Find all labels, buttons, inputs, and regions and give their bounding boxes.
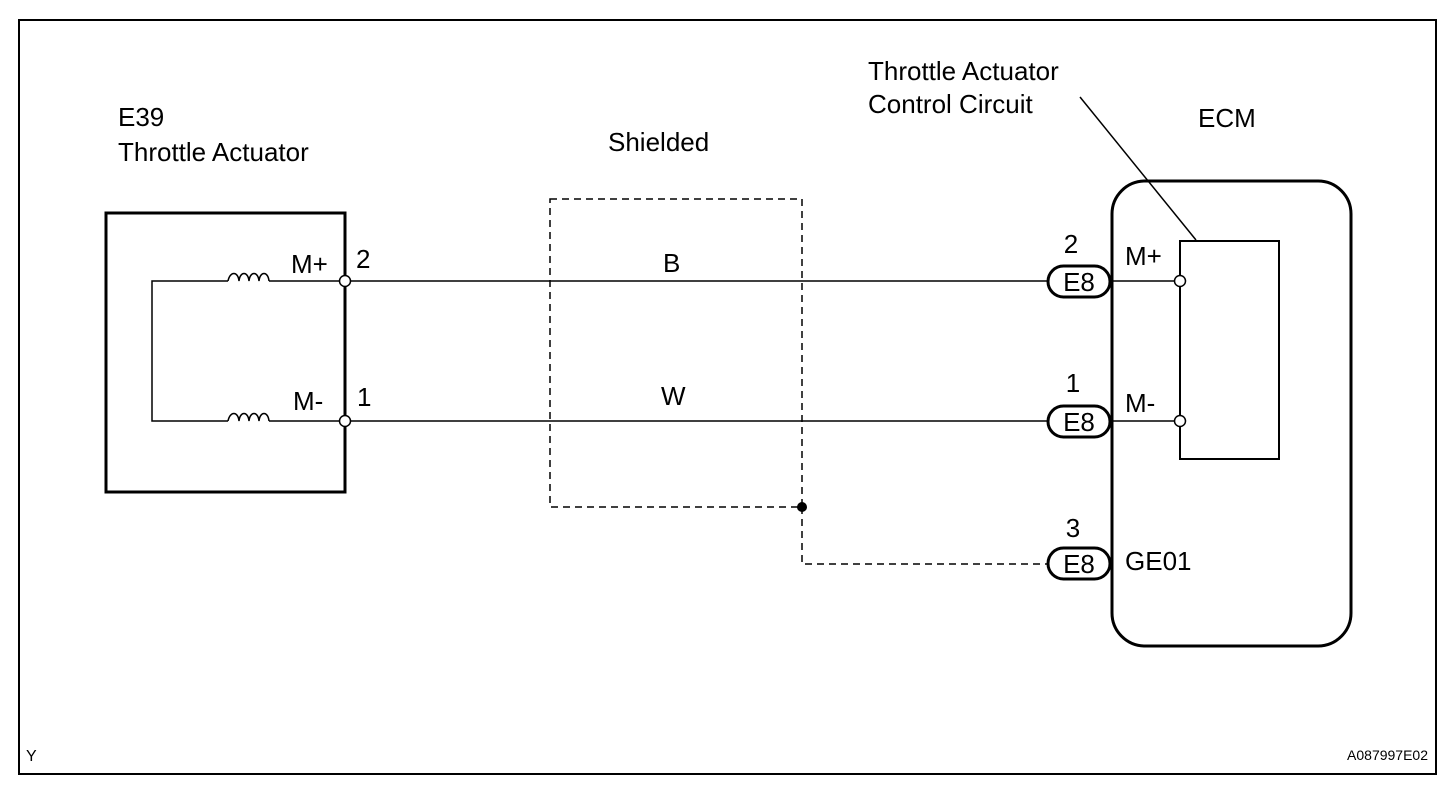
shield-ground-wire: [801, 507, 1048, 565]
shield-junction-dot: [797, 502, 807, 512]
connector-minus-pin: 1: [1066, 368, 1080, 398]
coil-minus-icon: [227, 412, 340, 422]
coil-plus-icon: [227, 272, 340, 282]
actuator-name: Throttle Actuator: [118, 137, 309, 167]
connector-minus-outline: [1046, 404, 1112, 439]
connector-ground-outline: [1046, 546, 1112, 581]
actuator-pin-minus-label: M-: [293, 386, 323, 416]
ecm-ground-label: GE01: [1125, 546, 1192, 576]
wire-plus-color: B: [663, 248, 680, 278]
footer-right-code: A087997E02: [1347, 747, 1428, 763]
actuator-pin-plus-number: 2: [356, 244, 370, 274]
footer-left-code: Y: [26, 748, 37, 765]
connector-plus: E8 2: [1046, 229, 1112, 299]
ecm-box: [1110, 179, 1353, 648]
actuator-terminal-plus: [338, 274, 352, 288]
connector-ground: E8 3: [1046, 513, 1112, 581]
ecm-terminal-minus: [1173, 414, 1187, 428]
ecm-pin-minus-label: M-: [1125, 388, 1155, 418]
ecm-circuit-label-line2: Control Circuit: [868, 89, 1033, 119]
wire-minus-color: W: [661, 381, 686, 411]
connector-ground-id: E8: [1063, 549, 1095, 579]
actuator-terminal-minus: [338, 414, 352, 428]
actuator-pin-minus-number: 1: [357, 382, 371, 412]
ecm-control-circuit-box: [1179, 240, 1280, 460]
ecm-label: ECM: [1198, 103, 1256, 133]
connector-minus-id: E8: [1063, 407, 1095, 437]
connector-plus-id: E8: [1063, 267, 1095, 297]
actuator-code: E39: [118, 102, 164, 132]
connector-plus-outline: [1046, 264, 1112, 299]
ecm-circuit-leader-line: [1079, 96, 1197, 241]
ecm-terminal-plus: [1173, 274, 1187, 288]
ecm-circuit-label-line1: Throttle Actuator: [868, 56, 1059, 86]
diagram-frame: [18, 19, 1437, 775]
shield-box: [549, 198, 803, 508]
ecm-pin-plus-label: M+: [1125, 241, 1162, 271]
actuator-box: [104, 211, 347, 494]
shield-label: Shielded: [608, 127, 709, 157]
actuator-pin-plus-label: M+: [291, 249, 328, 279]
connector-plus-pin: 2: [1064, 229, 1078, 259]
actuator-internal-wire: [151, 280, 228, 422]
connector-ground-pin: 3: [1066, 513, 1080, 543]
connector-minus: E8 1: [1046, 368, 1112, 439]
